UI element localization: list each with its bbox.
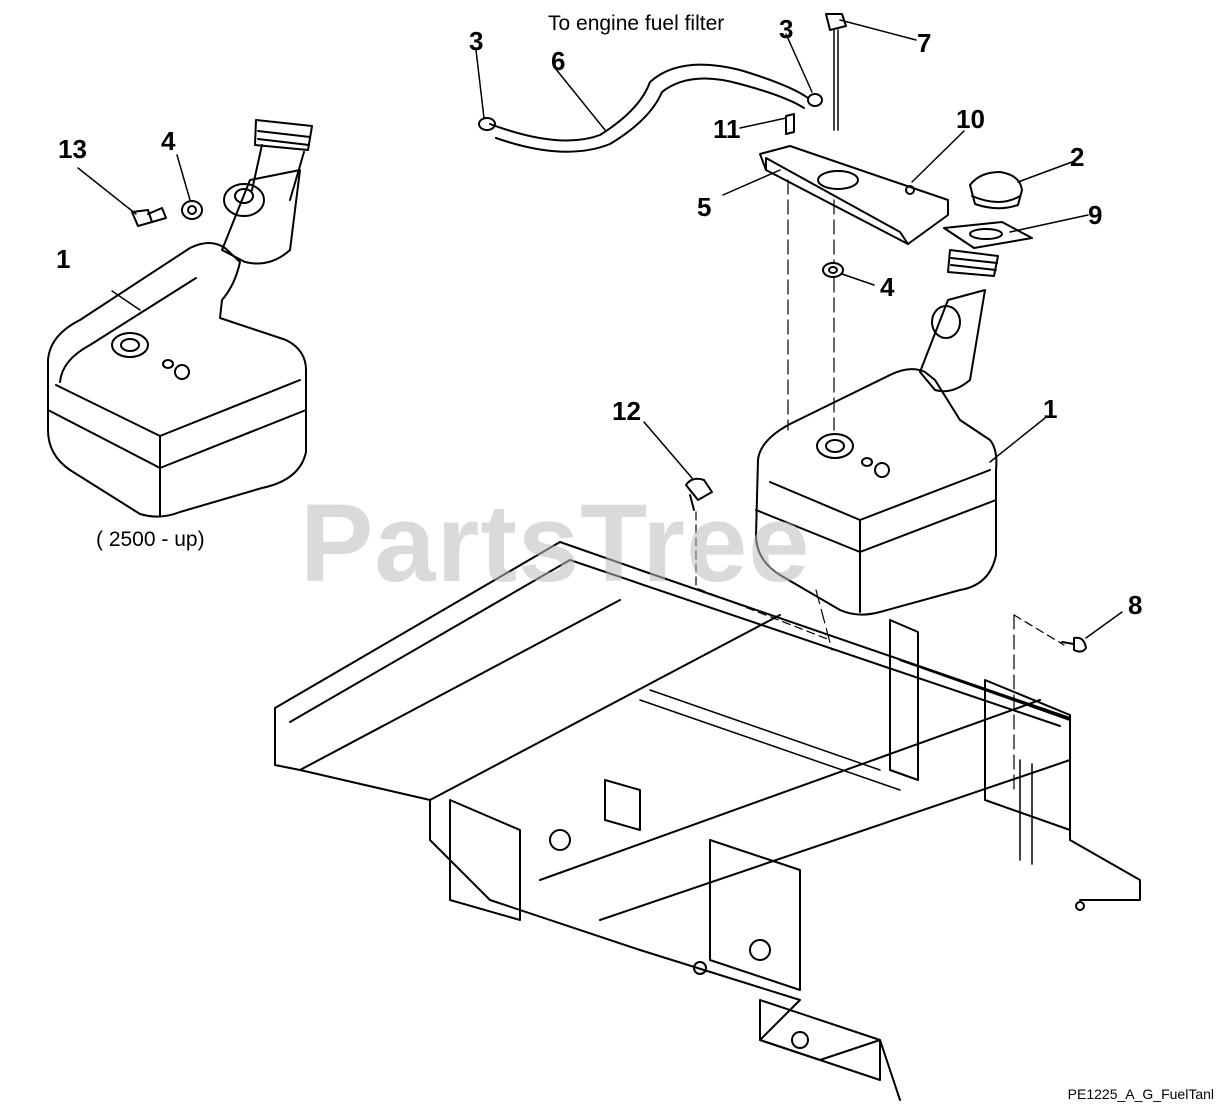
frame [274, 541, 1141, 1101]
diagram-code: PE1225_A_G_FuelTanl [1067, 1086, 1214, 1102]
variant-note: ( 2500 - up) [96, 528, 205, 551]
callout-10: 10 [956, 104, 985, 134]
callout-9: 9 [1088, 200, 1103, 230]
tank-bracket [759, 113, 949, 245]
clamp-alignment-line [695, 511, 1065, 646]
left-fuel-tank [47, 119, 313, 518]
cap-and-gasket [822, 171, 1033, 278]
callout-1-left: 1 [56, 244, 71, 274]
left-small-parts [131, 200, 203, 227]
callout-4-right: 4 [880, 272, 895, 302]
callout-3-left: 3 [469, 26, 484, 56]
callout-5: 5 [697, 192, 712, 222]
leader-lines [77, 19, 1123, 639]
callout-12: 12 [612, 396, 641, 426]
callout-13: 13 [58, 134, 87, 164]
callout-1-right: 1 [1043, 394, 1058, 424]
engine-filter-note: To engine fuel filter [548, 12, 725, 35]
callout-2: 2 [1070, 142, 1085, 172]
clamp-and-bolt [685, 477, 1087, 653]
right-fuel-tank [755, 249, 999, 616]
callout-4-left: 4 [161, 126, 176, 156]
callout-11: 11 [713, 114, 741, 144]
vent-fitting [825, 13, 847, 131]
alignment-lines [787, 179, 1015, 791]
fuel-hose [478, 63, 823, 153]
callout-7: 7 [917, 28, 932, 58]
watermark: PartsTree [300, 482, 811, 605]
callout-3-right: 3 [779, 14, 794, 44]
callout-6: 6 [551, 46, 566, 76]
callout-8: 8 [1128, 590, 1143, 620]
